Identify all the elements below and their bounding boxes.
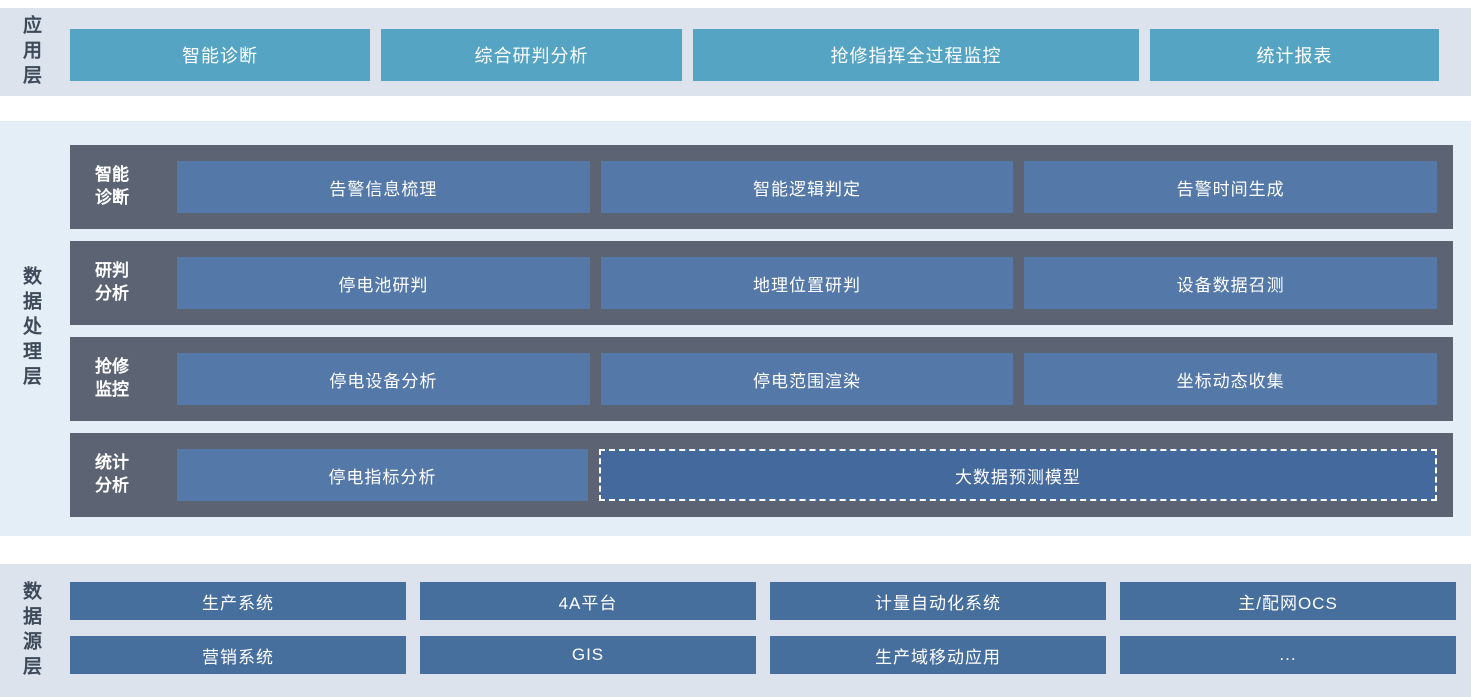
processing-row-judgment-analysis: 研判分析 停电池研判 地理位置研判 设备数据召测 <box>70 241 1453 325</box>
source-box-main-distribution-ocs: 主/配网OCS <box>1120 582 1456 620</box>
processing-row-boxes: 停电设备分析 停电范围渲染 坐标动态收集 <box>177 353 1453 405</box>
processing-row-label: 研判分析 <box>95 261 129 303</box>
application-layer-label: 应用层 <box>20 14 41 90</box>
processing-box-outage-range-rendering: 停电范围渲染 <box>600 353 1014 405</box>
processing-box-alarm-time-generation: 告警时间生成 <box>1024 161 1438 213</box>
processing-row-statistical-analysis: 统计分析 停电指标分析 大数据预测模型 <box>70 433 1453 517</box>
data-source-layer-section: 数据源层 生产系统 4A平台 计量自动化系统 主/配网OCS 营销系统 GIS … <box>0 564 1471 697</box>
processing-rows: 智能诊断 告警信息梳理 智能逻辑判定 告警时间生成 研判分析 停电池研判 地理位… <box>70 145 1453 517</box>
source-box-metering-automation-system: 计量自动化系统 <box>770 582 1106 620</box>
processing-row-label: 抢修监控 <box>95 357 129 399</box>
app-block-statistical-reports: 统计报表 <box>1150 29 1439 81</box>
application-layer-label-wrap: 应用层 <box>20 8 41 96</box>
processing-row-boxes: 停电池研判 地理位置研判 设备数据召测 <box>177 257 1453 309</box>
data-processing-layer-label: 数据处理层 <box>20 266 41 391</box>
processing-box-outage-indicator-analysis: 停电指标分析 <box>177 449 588 501</box>
source-row: 生产系统 4A平台 计量自动化系统 主/配网OCS <box>70 582 1456 620</box>
source-box-4a-platform: 4A平台 <box>420 582 756 620</box>
processing-box-intelligent-logic-judgment: 智能逻辑判定 <box>600 161 1014 213</box>
source-rows: 生产系统 4A平台 计量自动化系统 主/配网OCS 营销系统 GIS 生产域移动… <box>70 582 1456 674</box>
source-box-marketing-system: 营销系统 <box>70 636 406 674</box>
processing-row-repair-monitoring: 抢修监控 停电设备分析 停电范围渲染 坐标动态收集 <box>70 337 1453 421</box>
processing-box-big-data-prediction-model: 大数据预测模型 <box>598 449 1437 501</box>
processing-box-geographic-location-judgment: 地理位置研判 <box>600 257 1014 309</box>
data-source-layer-label: 数据源层 <box>20 580 41 681</box>
processing-box-coordinate-dynamic-collection: 坐标动态收集 <box>1024 353 1438 405</box>
processing-box-outage-device-analysis: 停电设备分析 <box>177 353 590 405</box>
data-processing-layer-section: 数据处理层 智能诊断 告警信息梳理 智能逻辑判定 告警时间生成 研判分析 停电池… <box>0 121 1471 536</box>
processing-box-alarm-info-sorting: 告警信息梳理 <box>177 161 590 213</box>
app-block-intelligent-diagnosis: 智能诊断 <box>70 29 370 81</box>
data-source-layer-label-wrap: 数据源层 <box>20 564 41 697</box>
source-box-gis: GIS <box>420 636 756 674</box>
app-block-comprehensive-analysis: 综合研判分析 <box>381 29 682 81</box>
data-processing-layer-label-wrap: 数据处理层 <box>20 121 41 536</box>
app-block-repair-command-monitoring: 抢修指挥全过程监控 <box>693 29 1139 81</box>
processing-row-intelligent-diagnosis: 智能诊断 告警信息梳理 智能逻辑判定 告警时间生成 <box>70 145 1453 229</box>
source-box-production-system: 生产系统 <box>70 582 406 620</box>
source-row: 营销系统 GIS 生产域移动应用 ... <box>70 636 1456 674</box>
application-layer-buttons: 智能诊断 综合研判分析 抢修指挥全过程监控 统计报表 <box>70 29 1439 81</box>
processing-row-label: 智能诊断 <box>95 165 129 207</box>
application-layer-section: 应用层 智能诊断 综合研判分析 抢修指挥全过程监控 统计报表 <box>0 8 1471 96</box>
processing-box-outage-pool-judgment: 停电池研判 <box>177 257 590 309</box>
source-box-production-mobile-app: 生产域移动应用 <box>770 636 1106 674</box>
processing-row-label: 统计分析 <box>95 453 129 495</box>
source-box-ellipsis: ... <box>1120 636 1456 674</box>
processing-row-boxes: 停电指标分析 大数据预测模型 <box>177 449 1453 501</box>
processing-row-boxes: 告警信息梳理 智能逻辑判定 告警时间生成 <box>177 161 1453 213</box>
processing-box-device-data-polling: 设备数据召测 <box>1024 257 1438 309</box>
